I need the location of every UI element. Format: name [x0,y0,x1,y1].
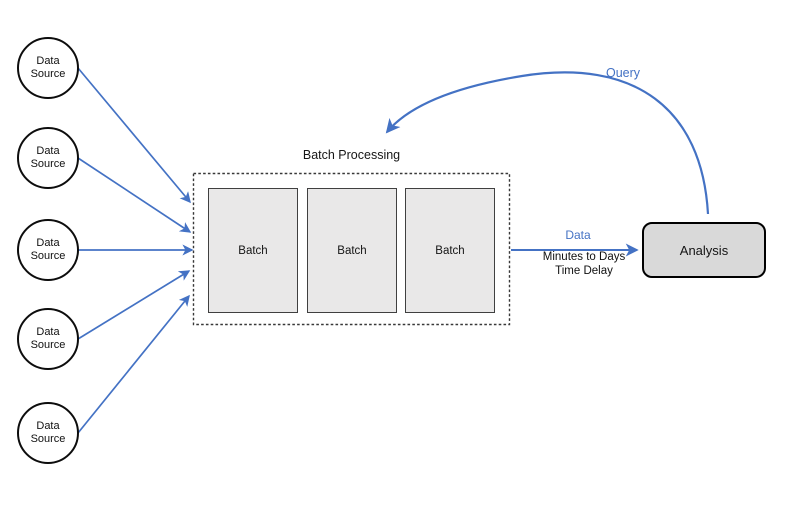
batch-processing-dashed-border [192,172,511,326]
data-source-node-5: Data Source [17,402,79,464]
data-source-node-4: Data Source [17,308,79,370]
data-source-label: Data Source [30,236,66,263]
time-delay-line1: Minutes to Days [542,251,626,263]
source-arrow-1 [77,67,191,204]
analysis-label: Analysis [679,242,729,258]
query-arrow [385,71,710,215]
time-delay-line2: Time Delay [555,264,613,277]
batch-label: Batch [337,244,367,257]
data-source-node-2: Data Source [17,127,79,189]
data-flow-label: Data [565,228,591,242]
source-arrow-2 [77,157,192,233]
batch-label: Batch [435,244,465,257]
batch-processing-title: Batch Processing [302,148,401,162]
data-source-label: Data Source [30,419,66,446]
data-source-label: Data Source [30,54,66,81]
source-arrow-4 [77,270,191,340]
query-flow-label: Query [605,66,641,80]
data-source-label: Data Source [30,325,66,352]
source-arrow-5 [77,294,190,434]
time-delay-annotation: Minutes to Days Time Delay [514,251,654,278]
batch-node-1: Batch [208,188,298,313]
data-source-node-1: Data Source [17,37,79,99]
analysis-node: Analysis [642,222,766,278]
batch-node-2: Batch [307,188,397,313]
batch-node-3: Batch [405,188,495,313]
data-source-node-3: Data Source [17,219,79,281]
batch-label: Batch [238,244,268,257]
data-source-label: Data Source [30,144,66,171]
